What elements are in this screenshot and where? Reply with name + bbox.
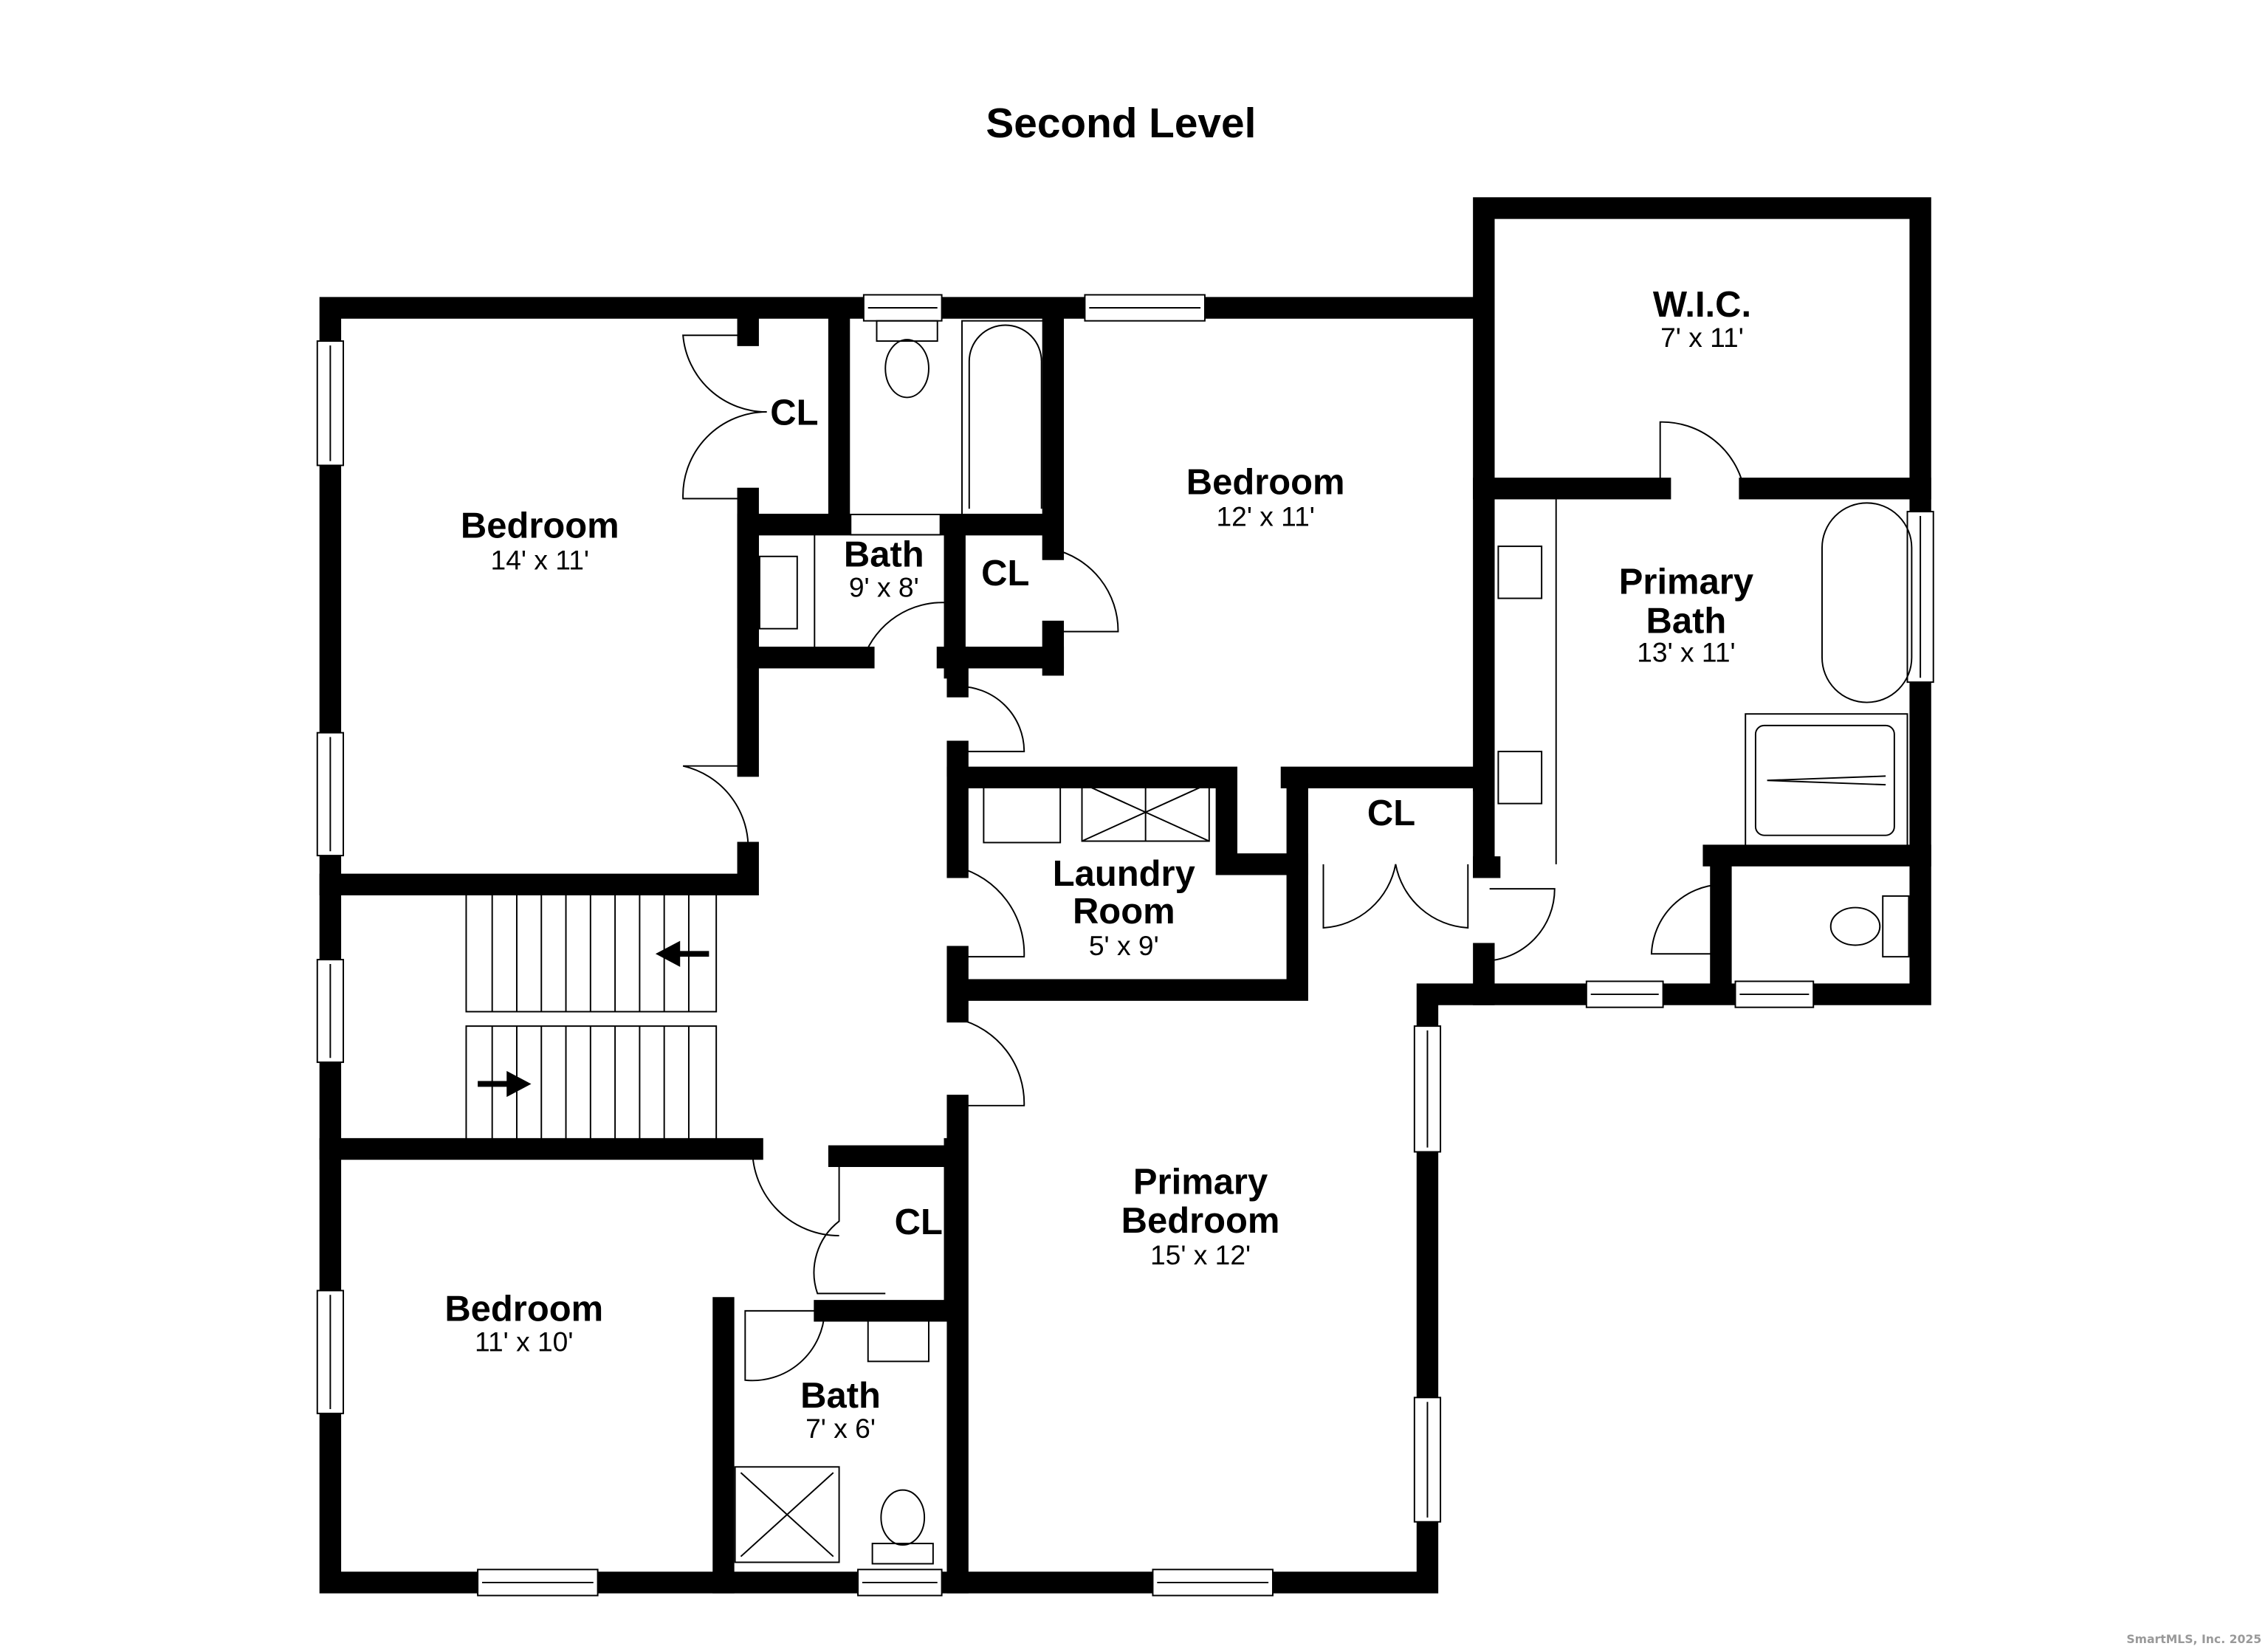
room-cl-hall: CL: [895, 1202, 943, 1242]
room-bedroom-ne-dims: 12' x 11': [1216, 501, 1314, 532]
room-wic-name: W.I.C.: [1653, 285, 1751, 325]
room-bath-s-name: Bath: [800, 1376, 881, 1416]
stairs: [465, 892, 718, 1143]
room-wic-dims: 7' x 11': [1660, 322, 1744, 353]
room-laundry-dims: 5' x 9': [1089, 930, 1159, 961]
room-primary-bedroom-name2: Bedroom: [1121, 1201, 1280, 1241]
room-bedroom-sw-dims: 11' x 10': [475, 1326, 573, 1357]
room-bedroom-sw-name: Bedroom: [444, 1290, 603, 1329]
room-cl-primary: CL: [1367, 793, 1415, 833]
arrow-left-icon: [655, 940, 709, 967]
room-laundry-name2: Room: [1073, 892, 1175, 932]
room-labels: Bedroom 14' x 11' CL Bath 9' x 8' CL Bed…: [444, 285, 1753, 1444]
room-bedroom-nw-name: Bedroom: [461, 506, 619, 545]
room-bath-n-dims: 9' x 8': [849, 572, 919, 603]
arrow-right-icon: [478, 1070, 532, 1098]
fixtures: [734, 320, 1913, 1565]
room-bath-s-dims: 7' x 6': [805, 1413, 876, 1444]
room-laundry-name1: Laundry: [1053, 854, 1195, 894]
plan-title: Second Level: [986, 100, 1256, 147]
doors: [682, 334, 1745, 1382]
room-primary-bath-name2: Bath: [1646, 602, 1727, 641]
room-primary-bedroom-name1: Primary: [1133, 1162, 1268, 1202]
room-bedroom-ne-name: Bedroom: [1186, 463, 1345, 503]
watermark: SmartMLS, Inc. 2025: [2126, 1632, 2261, 1646]
room-primary-bath-dims: 13' x 11': [1637, 637, 1735, 668]
room-primary-bath-name1: Primary: [1619, 562, 1753, 602]
room-cl-nw: CL: [770, 393, 818, 433]
room-bath-n-name: Bath: [844, 535, 924, 575]
room-bedroom-nw-dims: 14' x 11': [491, 544, 589, 575]
room-primary-bedroom-dims: 15' x 12': [1150, 1239, 1251, 1270]
room-cl-n: CL: [981, 554, 1029, 593]
windows: [316, 294, 1934, 1597]
